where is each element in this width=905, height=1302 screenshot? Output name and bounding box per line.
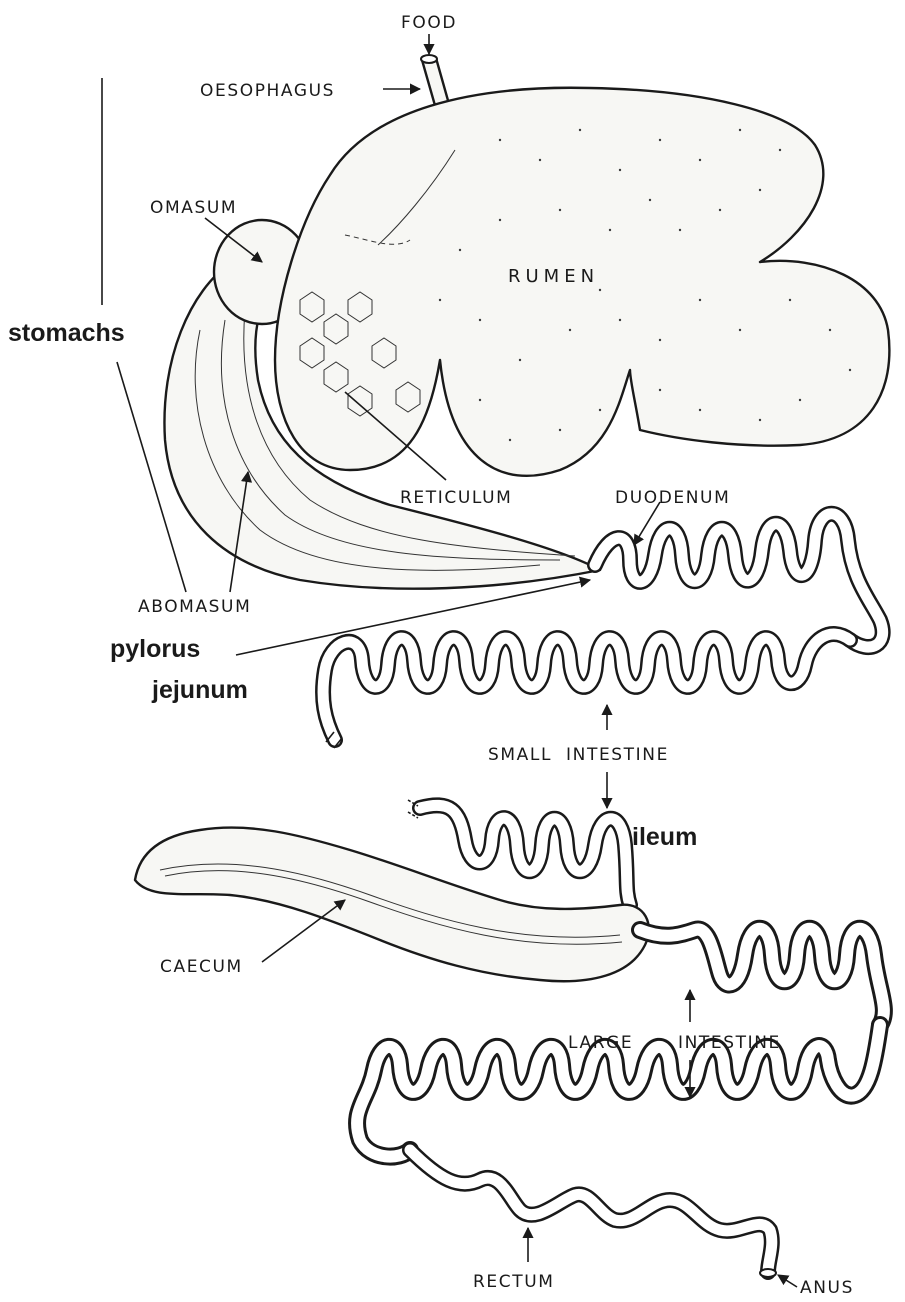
large-intestine-upper bbox=[640, 929, 884, 1025]
label-pylorus: pylorus bbox=[110, 635, 200, 663]
label-anus: ANUS bbox=[800, 1278, 854, 1298]
label-omasum: OMASUM bbox=[150, 198, 237, 218]
label-oesophagus: OESOPHAGUS bbox=[200, 81, 335, 101]
oesophagus-opening bbox=[421, 55, 437, 63]
label-duodenum: DUODENUM bbox=[615, 488, 730, 508]
label-food: FOOD bbox=[401, 13, 457, 33]
label-caecum: CAECUM bbox=[160, 957, 243, 977]
label-jejunum: jejunum bbox=[151, 676, 248, 704]
anus-opening bbox=[760, 1269, 776, 1277]
label-abomasum: ABOMASUM bbox=[138, 597, 251, 617]
label-stomachs: stomachs bbox=[8, 319, 125, 347]
small-intestine-jejunum bbox=[323, 634, 850, 740]
label-small-intestine: SMALL INTESTINE bbox=[488, 745, 669, 765]
label-rectum: RECTUM bbox=[473, 1272, 555, 1292]
label-ileum: ileum bbox=[632, 823, 697, 851]
label-rumen: RUMEN bbox=[508, 266, 599, 287]
rectum-tube bbox=[410, 1150, 772, 1272]
label-intestine: INTESTINE bbox=[678, 1033, 781, 1053]
anus-arrow bbox=[778, 1275, 797, 1287]
label-reticulum: RETICULUM bbox=[400, 488, 512, 508]
label-large: LARGE bbox=[568, 1033, 633, 1053]
